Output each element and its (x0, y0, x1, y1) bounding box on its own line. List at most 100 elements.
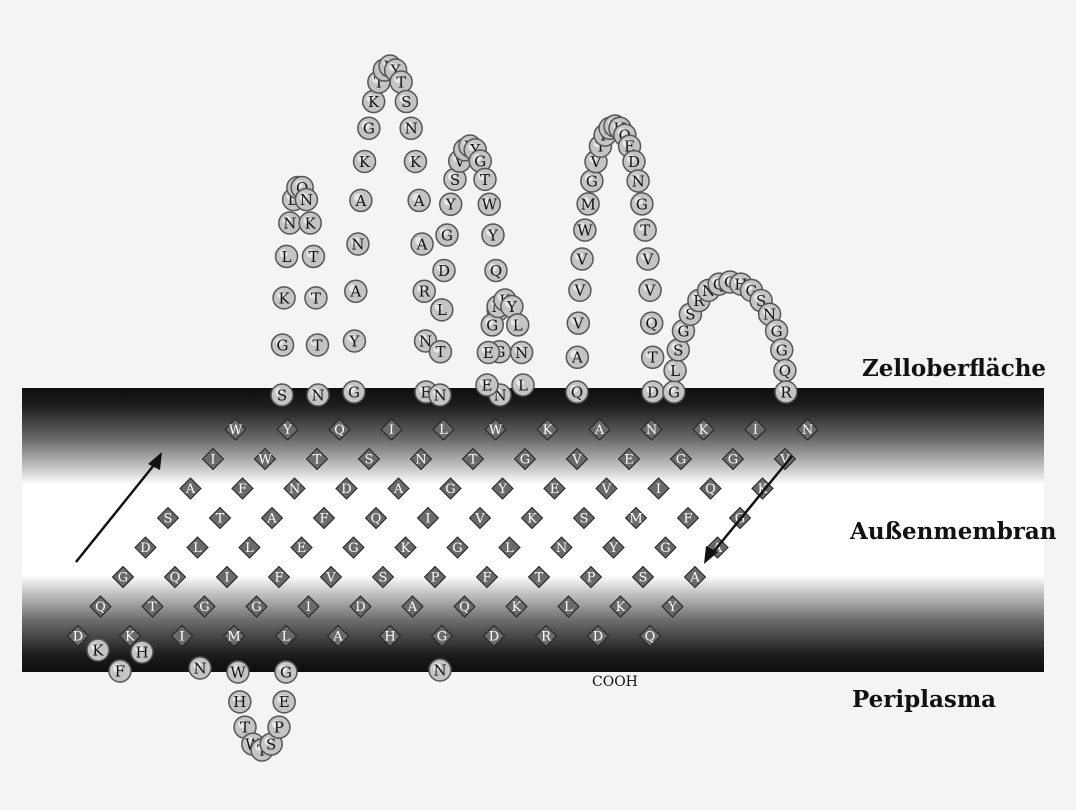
strand-8-residue-4-letter: L (505, 541, 514, 556)
loop-1-residue-11: T (302, 245, 324, 267)
loop-3-residue-6: Y (440, 193, 462, 215)
loop-5-residue-19: G (631, 193, 653, 215)
loop-3-residue-5-letter: G (441, 226, 453, 244)
strand-11-residue-1-letter: D (593, 630, 603, 645)
periplasmic-turn-residue-1-letter: F (115, 662, 125, 680)
strand-10-residue-8-letter: K (699, 423, 709, 438)
strand-5-residue-2-letter: I (306, 600, 311, 615)
loop-2-residue-7-letter: G (363, 120, 375, 138)
strand-1-residue-2-letter: Q (95, 600, 106, 615)
periplasmic-turn-1-residue-6-letter: S (266, 735, 276, 753)
loop-5-residue-17-letter: D (628, 153, 640, 171)
loop-3-residue-15: Y (482, 224, 504, 246)
periplasmic-turn-1-residue-2-letter: H (233, 693, 246, 711)
loop-2-residue-13: T (390, 71, 412, 93)
loop-1-residue-4: L (276, 245, 298, 267)
strand-5-residue-1-letter: L (282, 630, 291, 645)
loop-2-residue-16: K (404, 150, 426, 172)
loop-1-residue-10-letter: K (305, 214, 317, 232)
loop-5-residue-3-letter: V (572, 315, 585, 333)
loop-3-residue-2: T (429, 341, 451, 363)
loop-3-residue-1: N (429, 384, 451, 406)
strand-11-residue-8-letter: I (753, 423, 758, 438)
periplasmic-turn-1-residue-8-letter: E (279, 693, 290, 711)
loop-5-residue-6: W (574, 219, 596, 241)
loop-1-residue-4-letter: L (282, 248, 292, 266)
loop-1-residue-10: K (299, 212, 321, 234)
loop-2-residue-15: N (400, 117, 422, 139)
strand-7-residue-7-letter: G (520, 453, 530, 468)
periplasmic-turn-residue-2-letter: K (92, 641, 104, 659)
strand-3-residue-4-letter: L (245, 541, 254, 556)
loop-6-residue-14-letter: G (771, 322, 783, 340)
loop-1-residue-1-letter: S (277, 386, 287, 404)
strand-2-residue-2-letter: T (148, 600, 157, 615)
strand-11-residue-4-letter: G (660, 541, 670, 556)
strand-10-residue-1-letter: R (541, 630, 552, 645)
strand-3-residue-6-letter: N (289, 482, 300, 497)
strand-10-residue-3-letter: P (587, 571, 596, 586)
loop-6-residue-2: L (664, 360, 686, 382)
loop-1-residue-3: K (273, 287, 295, 309)
strand-6-residue-6-letter: G (445, 482, 455, 497)
loop-1-residue-12: T (305, 287, 327, 309)
loop-6-residue-16: Q (774, 360, 796, 382)
loop-3-residue-16-letter: Q (490, 262, 502, 280)
strand-6-residue-5-letter: I (425, 512, 430, 527)
loop-2-residue-7: G (358, 117, 380, 139)
loop-6-residue-1-letter: G (668, 383, 680, 401)
strand-1-residue-7-letter: I (210, 453, 215, 468)
loop-2-residue-6-letter: K (359, 153, 371, 171)
loop-5-residue-18: N (627, 170, 649, 192)
loop-5-residue-21-letter: V (641, 250, 654, 268)
loop-3-residue-7-letter: S (450, 171, 460, 189)
loop-5-residue-7-letter: M (580, 195, 595, 213)
loop-1-residue-1: S (271, 384, 293, 406)
loop-4-residue-8-letter: N (515, 344, 528, 362)
loop-5-residue-17: D (623, 151, 645, 173)
loop-2-residue-1: G (343, 381, 365, 403)
strand-5-residue-4-letter: G (348, 541, 358, 556)
loop-5-residue-3: V (567, 312, 589, 334)
strand-3-residue-8-letter: Q (334, 423, 345, 438)
strand-12-residue-2-letter: Y (667, 600, 677, 615)
strand-8-residue-1-letter: G (437, 630, 447, 645)
strand-9-residue-2-letter: K (512, 600, 522, 615)
strand-11-residue-6-letter: Q (705, 482, 716, 497)
strand-5-residue-6-letter: A (393, 482, 404, 497)
strand-10-residue-6-letter: I (656, 482, 661, 497)
strand-11-residue-5-letter: F (683, 512, 692, 527)
loop-2-residue-13-letter: T (396, 73, 406, 91)
strand-1-residue-3-letter: G (118, 571, 128, 586)
strand-4-residue-7-letter: S (365, 453, 374, 468)
strand-1-residue-4-letter: D (140, 541, 150, 556)
loop-2-residue-2: Y (343, 330, 365, 352)
loop-5-residue-21: V (637, 248, 659, 270)
periplasmic-turn-1-residue-7-letter: P (274, 719, 284, 737)
periplasmic-turn-1-residue-1-letter: W (230, 663, 246, 681)
label-outer-membrane: Außenmembran (850, 518, 1057, 545)
loop-4-residue-9: L (512, 374, 534, 396)
strand-2-residue-5-letter: T (216, 512, 225, 527)
loop-4-residue-3-letter: G (486, 316, 498, 334)
strand-10-residue-7-letter: G (676, 453, 686, 468)
loop-2-residue-17-letter: A (413, 192, 425, 210)
loop-6-residue-16-letter: Q (779, 362, 791, 380)
strand-7-residue-4-letter: G (452, 541, 462, 556)
periplasmic-turn-residue-1: F (109, 660, 131, 682)
strand-7-residue-2-letter: A (407, 600, 418, 615)
strand-7-residue-1-letter: H (384, 630, 395, 645)
loop-1-residue-14-letter: N (311, 386, 324, 404)
loop-3-residue-15-letter: Y (487, 226, 499, 244)
strand-1-residue-8-letter: W (229, 423, 243, 438)
strand-12-residue-1-letter: Q (645, 630, 656, 645)
loop-1-residue-13-letter: T (312, 336, 322, 354)
strand-11-residue-7-letter: G (728, 453, 738, 468)
periplasmic-turn-1-residue-1: W (227, 661, 249, 683)
strand-2-residue-7-letter: W (258, 453, 272, 468)
loop-5-residue-22-letter: V (644, 282, 657, 300)
strand-4-residue-6-letter: D (341, 482, 351, 497)
loop-5-residue-19-letter: G (636, 195, 648, 213)
periplasmic-turn-1-residue-8: E (273, 691, 295, 713)
periplasmic-turn-1-residue-7: P (268, 716, 290, 738)
